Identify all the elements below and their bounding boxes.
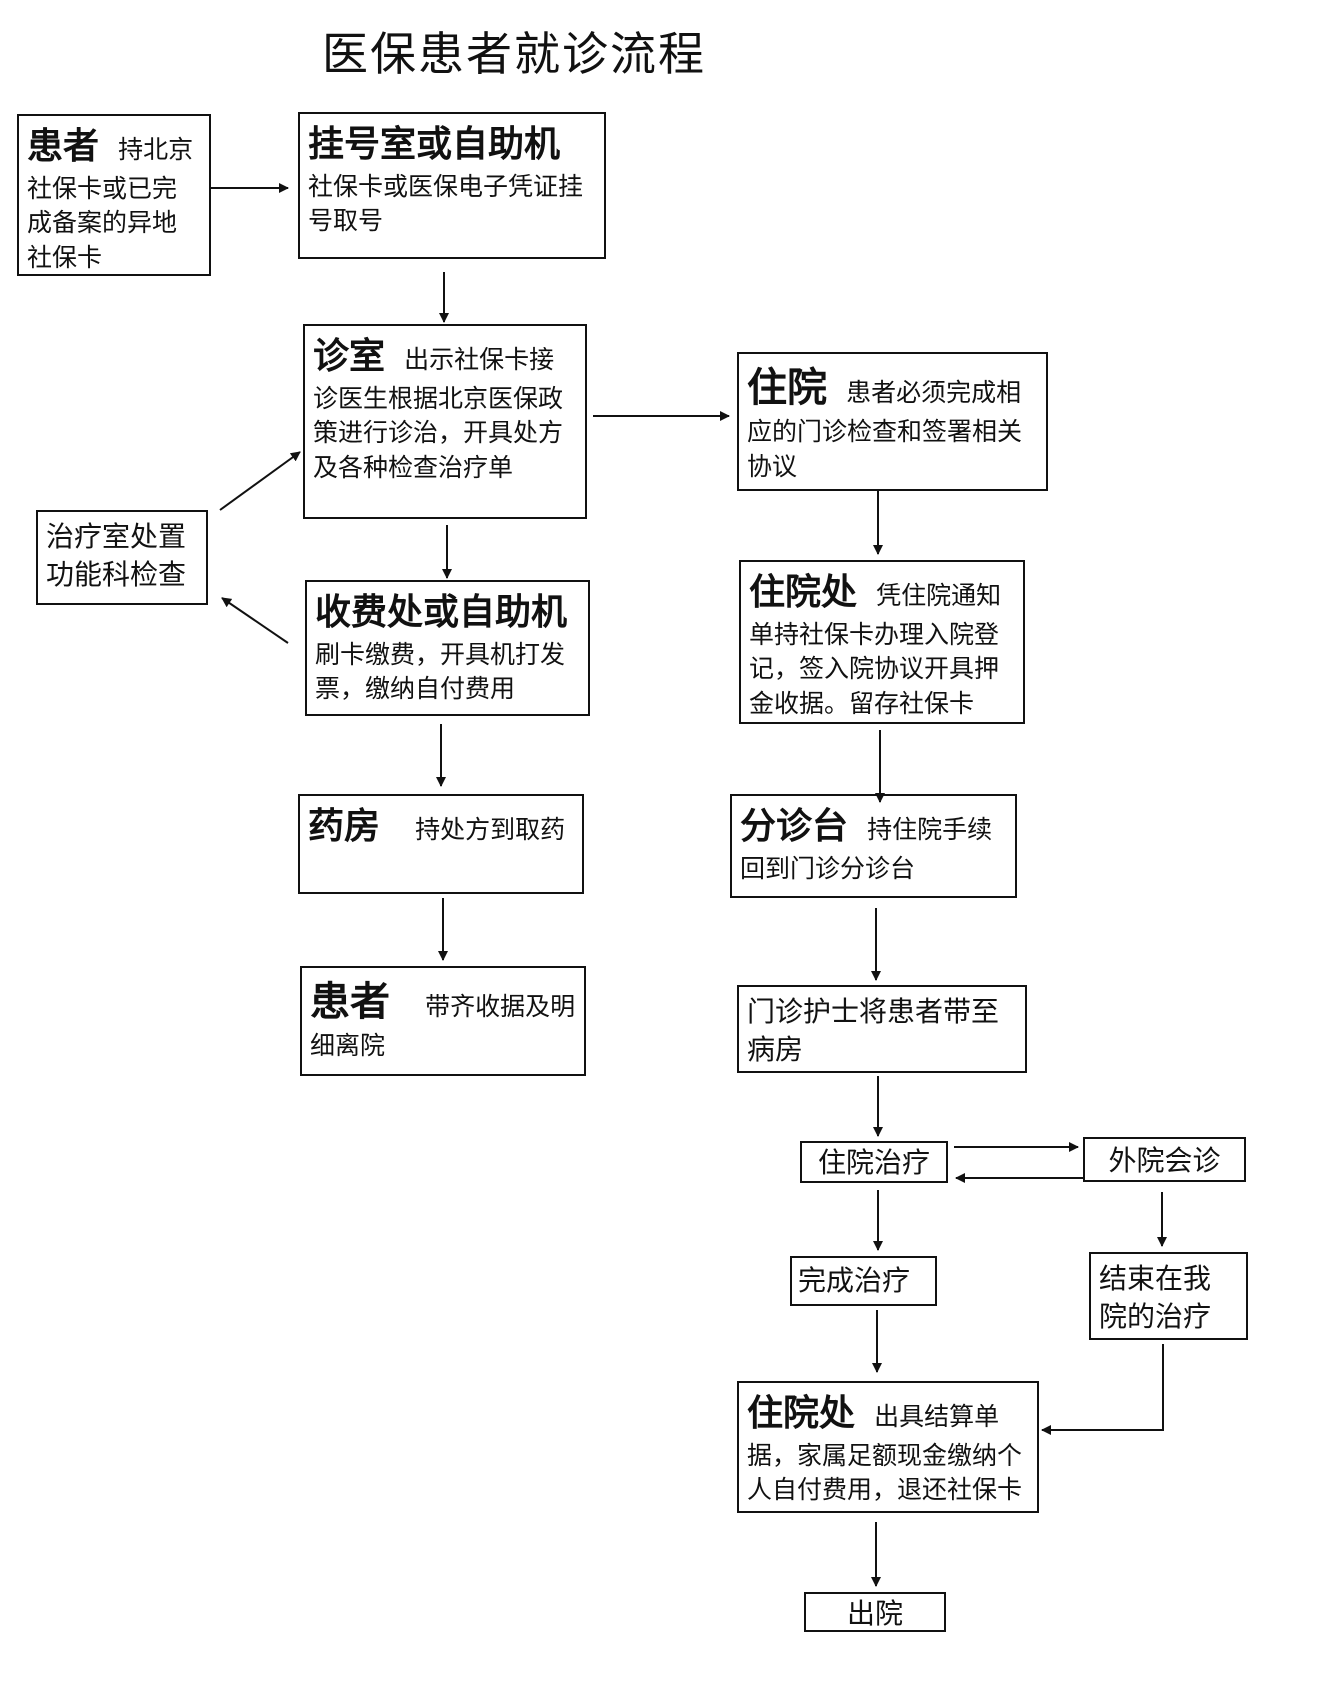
pharmacy-head: 药房: [308, 805, 381, 847]
hospitalization-head: 住院: [747, 364, 827, 411]
arrow-cashier-to-treatment-room: [221, 597, 289, 644]
hospitalization-box: 住院 患者必须完成相应的门诊检查和签署相关协议: [737, 352, 1048, 491]
inpatient-treatment-box: 住院治疗: [800, 1141, 948, 1183]
registration-body: 社保卡或医保电子凭证挂号取号: [308, 171, 584, 236]
registration-box: 挂号室或自助机 社保卡或医保电子凭证挂号取号: [298, 112, 606, 259]
settlement-office-box: 住院处 出具结算单据，家属足额现金缴纳个人自付费用，退还社保卡: [737, 1381, 1039, 1513]
pharmacy-box: 药房 持处方到取药: [298, 794, 584, 894]
admission-office-head: 住院处: [749, 571, 858, 613]
nurse-text: 门诊护士将患者带至病房: [747, 995, 1000, 1066]
admission-office-box: 住院处 凭住院通知单持社保卡办理入院登记，签入院协议开具押金收据。留存社保卡: [739, 560, 1025, 724]
cashier-body: 刷卡缴费，开具机打发票，缴纳自付费用: [315, 639, 566, 704]
patient-start-head: 患者: [27, 125, 100, 167]
arrow-treatment-room-to-clinic: [219, 451, 301, 511]
patient-leave-head: 患者: [310, 978, 390, 1025]
arrow-end-treatment-to-settlement: [1041, 1344, 1164, 1435]
clinic-body: 出示社保卡接诊医生根据北京医保政策进行诊治，开具处方及各种检查治疗单: [313, 345, 564, 482]
triage-desk-head: 分诊台: [740, 805, 849, 847]
pharmacy-body: 持处方到取药: [415, 815, 566, 844]
treatment-room-box: 治疗室处置功能科检查: [36, 510, 208, 605]
admission-office-body: 凭住院通知单持社保卡办理入院登记，签入院协议开具押金收据。留存社保卡: [749, 581, 1002, 718]
clinic-head: 诊室: [313, 335, 386, 377]
discharge-text: 出院: [846, 1597, 903, 1630]
triage-desk-body: 持住院手续回到门诊分诊台: [740, 815, 993, 883]
cashier-box: 收费处或自助机 刷卡缴费，开具机打发票，缴纳自付费用: [305, 580, 590, 716]
registration-head: 挂号室或自助机: [308, 123, 561, 165]
diagram-title: 医保患者就诊流程: [322, 27, 706, 81]
external-consult-text: 外院会诊: [1108, 1144, 1221, 1177]
nurse-box: 门诊护士将患者带至病房: [737, 985, 1027, 1073]
triage-desk-box: 分诊台 持住院手续回到门诊分诊台: [730, 794, 1017, 898]
end-treatment-box: 结束在我院的治疗: [1089, 1252, 1248, 1340]
settlement-office-head: 住院处: [747, 1392, 856, 1434]
treatment-done-box: 完成治疗: [790, 1256, 937, 1306]
treatment-room-text: 治疗室处置功能科检查: [46, 520, 187, 591]
inpatient-treatment-text: 住院治疗: [817, 1146, 930, 1179]
discharge-box: 出院: [804, 1592, 946, 1632]
cashier-head: 收费处或自助机: [315, 591, 568, 633]
patient-leave-box: 患者 带齐收据及明细离院: [300, 966, 586, 1076]
patient-start-body: 持北京社保卡或已完成备案的异地社保卡: [27, 135, 194, 272]
external-consult-box: 外院会诊: [1083, 1137, 1246, 1182]
patient-start-box: 患者 持北京社保卡或已完成备案的异地社保卡: [17, 114, 211, 276]
patient-leave-body: 带齐收据及明细离院: [310, 992, 576, 1061]
settlement-office-body: 出具结算单据，家属足额现金缴纳个人自付费用，退还社保卡: [747, 1402, 1023, 1505]
clinic-box: 诊室 出示社保卡接诊医生根据北京医保政策进行诊治，开具处方及各种检查治疗单: [303, 324, 587, 519]
treatment-done-text: 完成治疗: [798, 1264, 911, 1297]
hospitalization-body: 患者必须完成相应的门诊检查和签署相关协议: [747, 378, 1023, 481]
end-treatment-text: 结束在我院的治疗: [1099, 1262, 1212, 1333]
